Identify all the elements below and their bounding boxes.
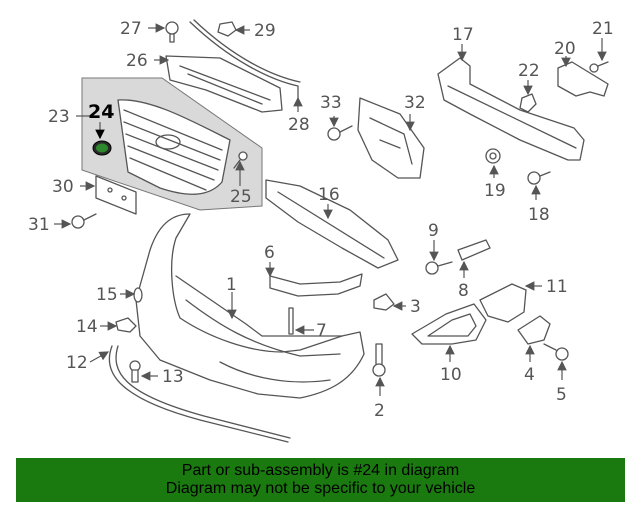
clip-part-22 — [519, 93, 537, 113]
cover-part-8 — [457, 239, 491, 261]
part-info-banner: Part or sub-assembly is #24 in diagram D… — [16, 458, 625, 502]
nut-part-19 — [485, 148, 501, 164]
callout-15: 15 — [96, 285, 118, 305]
license-bracket-part-30 — [95, 175, 137, 215]
banner-line-1: Part or sub-assembly is #24 in diagram — [181, 462, 460, 479]
clip-part-3 — [373, 293, 395, 311]
seal-strip-part-28 — [189, 21, 299, 101]
callout-33: 33 — [320, 93, 342, 113]
banner-line-2: Diagram may not be specific to your vehi… — [165, 480, 476, 497]
cap-part-15 — [133, 287, 143, 303]
callout-16: 16 — [318, 185, 340, 205]
exploded-parts-diagram: 27 29 26 28 23 24 25 30 31 33 32 16 17 2… — [28, 19, 614, 443]
callout-3: 3 — [410, 297, 421, 317]
retainer-part-7 — [288, 307, 294, 335]
bolt-part-33 — [327, 125, 353, 141]
clip-part-14 — [115, 317, 137, 333]
callout-13: 13 — [162, 367, 184, 387]
callout-25: 25 — [230, 187, 252, 207]
callout-1: 1 — [226, 275, 237, 295]
bolt-part-5 — [543, 343, 569, 361]
grille-upper-bracket — [165, 55, 283, 113]
callout-7: 7 — [316, 321, 327, 341]
callout-2: 2 — [374, 401, 385, 421]
clip-part-13 — [129, 360, 141, 383]
callout-29: 29 — [254, 21, 276, 41]
bumper-cover-part-1 — [135, 213, 365, 399]
lower-molding-part-12 — [108, 345, 291, 443]
callout-28: 28 — [288, 115, 310, 135]
callout-11: 11 — [546, 277, 568, 297]
bracket-part-6 — [269, 273, 363, 297]
callout-19: 19 — [484, 181, 506, 201]
callout-5: 5 — [556, 385, 567, 405]
callout-10: 10 — [440, 365, 462, 385]
screw-part-31 — [71, 213, 97, 229]
callout-labels: 27 29 26 28 23 24 25 30 31 33 32 16 17 2… — [28, 19, 614, 421]
clip-part-27 — [165, 21, 179, 43]
bracket-part-32 — [357, 97, 425, 179]
callout-32: 32 — [404, 93, 426, 113]
bolt-part-18 — [527, 171, 551, 185]
callout-4: 4 — [524, 365, 535, 385]
callout-14: 14 — [76, 317, 98, 337]
bolt-part-9 — [425, 261, 453, 275]
bolt-part-2 — [372, 343, 386, 377]
shield-part-4 — [517, 315, 551, 345]
leader-lines — [54, 23, 607, 396]
callout-24-highlighted: 24 — [88, 101, 114, 123]
bracket-part-11 — [479, 283, 527, 323]
callout-9: 9 — [428, 221, 439, 241]
callout-21: 21 — [592, 19, 614, 39]
callout-12: 12 — [66, 353, 88, 373]
callout-17: 17 — [452, 25, 474, 45]
grille-shape — [117, 99, 231, 195]
callout-6: 6 — [264, 243, 275, 263]
callout-30: 30 — [52, 177, 74, 197]
clip-part-29 — [217, 21, 237, 37]
callout-18: 18 — [528, 205, 550, 225]
callout-26: 26 — [126, 51, 148, 71]
bolt-part-21 — [589, 61, 609, 73]
callout-23: 23 — [48, 107, 70, 127]
callout-20: 20 — [554, 39, 576, 59]
callout-31: 31 — [28, 215, 50, 235]
bracket-part-20 — [557, 61, 609, 97]
callout-27: 27 — [120, 19, 142, 39]
callout-22: 22 — [518, 61, 540, 81]
emblem-part-24 — [92, 140, 112, 156]
callout-8: 8 — [458, 281, 469, 301]
